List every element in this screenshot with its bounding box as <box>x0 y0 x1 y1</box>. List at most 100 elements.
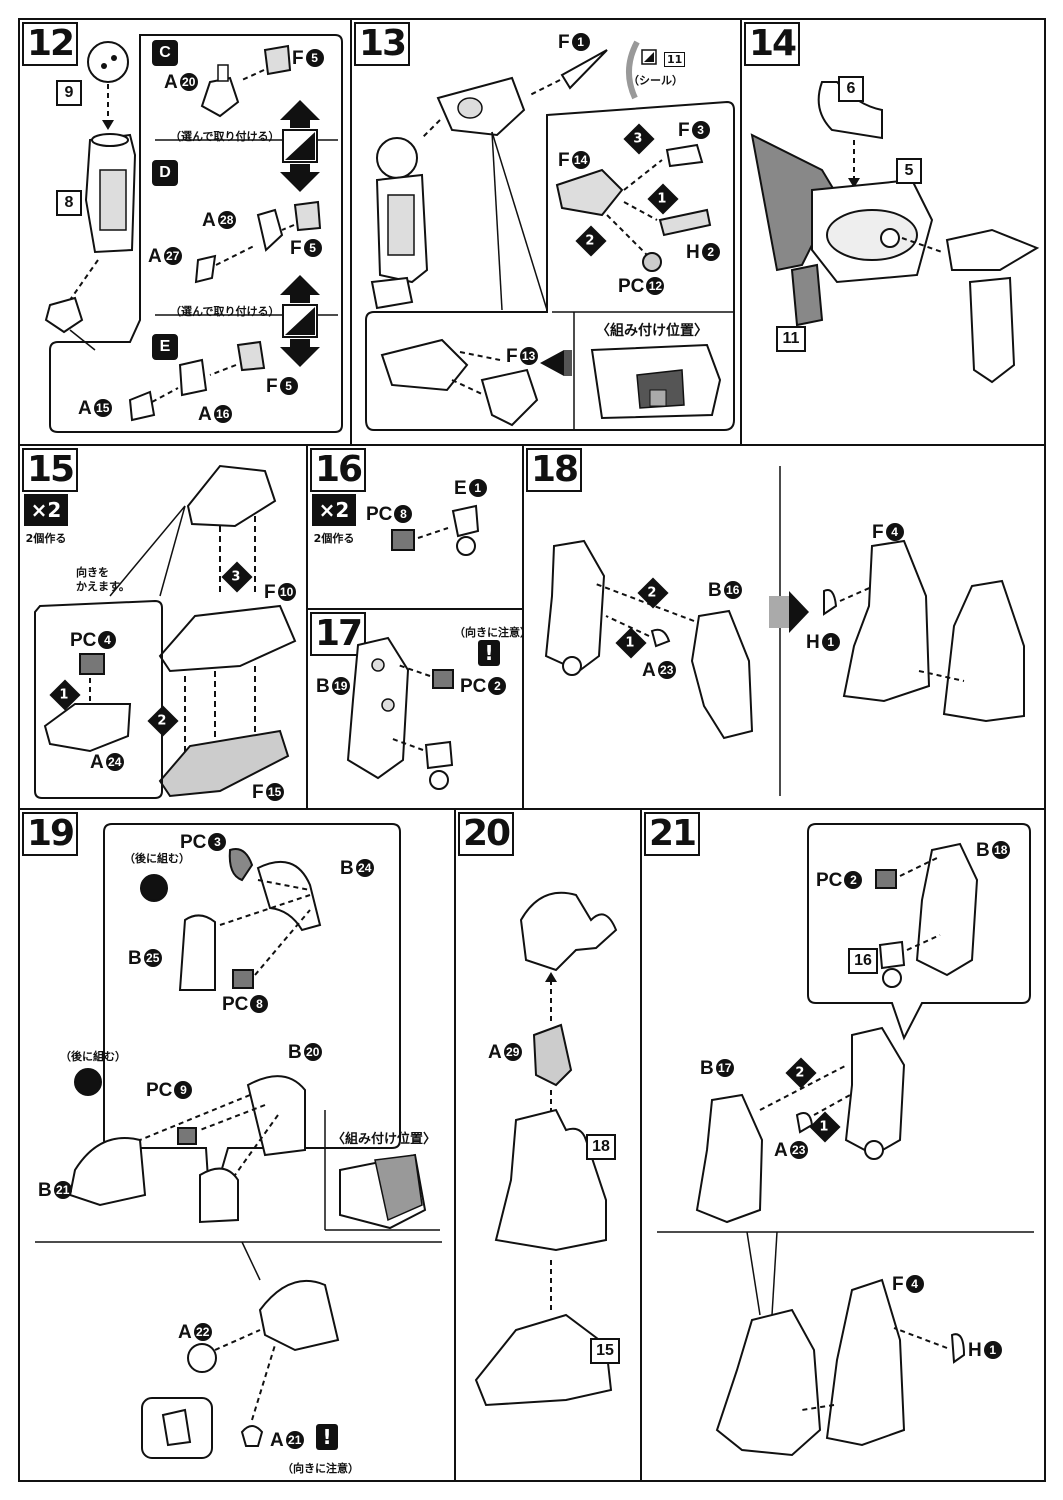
part-5-tag: 5 <box>896 158 922 184</box>
times-two-mark: ×2 <box>24 494 68 526</box>
position-note: 〈組み付け位置〉 <box>332 1132 437 1147</box>
part-6-tag: 6 <box>838 76 864 102</box>
part-16-tag: 16 <box>848 948 878 974</box>
step-number: 19 <box>22 812 79 856</box>
step-number: 14 <box>744 22 801 66</box>
step-number: 12 <box>22 22 79 66</box>
step-12-panel: 12 <box>18 18 352 446</box>
step-12-illustration <box>44 34 343 433</box>
times-two-badge: ×2 2個作る <box>312 494 356 546</box>
step-15-illustration <box>34 464 297 799</box>
choose-note: （選んで取り付ける） <box>170 130 280 143</box>
option-e-tag: E <box>152 334 178 360</box>
sticker-number: 11 <box>664 52 686 67</box>
step-13-illustration <box>365 40 735 431</box>
direction-note: 向きを <box>76 566 109 579</box>
times-two-mark: ×2 <box>312 494 356 526</box>
step-number: 16 <box>310 448 367 492</box>
part-15-tag: 15 <box>590 1338 620 1364</box>
step-18-illustration <box>544 466 1025 796</box>
step-16-illustration <box>391 504 480 556</box>
caution-icon: ! <box>478 640 500 666</box>
step-19-panel: 19 <box>18 808 456 1482</box>
choose-note: （選んで取り付ける） <box>170 305 280 318</box>
step-13-panel: 13 <box>350 18 742 446</box>
part-18-tag: 18 <box>586 1134 616 1160</box>
option-d-tag: D <box>152 160 178 186</box>
assemble-later-note: （後に組む） <box>124 852 190 865</box>
part-9-tag: 9 <box>56 80 82 106</box>
times-two-badge: ×2 2個作る <box>24 494 68 546</box>
position-note: 〈組み付け位置〉 <box>596 323 708 339</box>
step-number: 21 <box>644 812 701 856</box>
step-14-illustration <box>750 81 1040 384</box>
assemble-later-note: （後に組む） <box>60 1050 126 1063</box>
step-21-illustration <box>657 823 1034 1457</box>
option-c-tag: C <box>152 40 178 66</box>
part-11-tag: 11 <box>776 326 806 352</box>
sticker-note: （シール） <box>628 74 683 87</box>
step-number: 13 <box>354 22 411 66</box>
caution-note: （向きに注意） <box>454 626 524 639</box>
step-number: 20 <box>458 812 515 856</box>
step-number: 18 <box>526 448 583 492</box>
caution-icon: ! <box>316 1424 338 1450</box>
step-number: 15 <box>22 448 79 492</box>
step-14-panel: 14 6 5 11 <box>740 18 1046 446</box>
make-two-note: 2個作る <box>313 532 355 545</box>
caution-note: （向きに注意） <box>282 1462 359 1475</box>
step-20-illustration <box>474 891 618 1407</box>
step-17-illustration <box>346 636 454 790</box>
part-8-tag: 8 <box>56 190 82 216</box>
step-19-illustration <box>35 823 442 1459</box>
direction-note: かえます。 <box>76 580 130 593</box>
make-two-note: 2個作る <box>25 532 67 545</box>
